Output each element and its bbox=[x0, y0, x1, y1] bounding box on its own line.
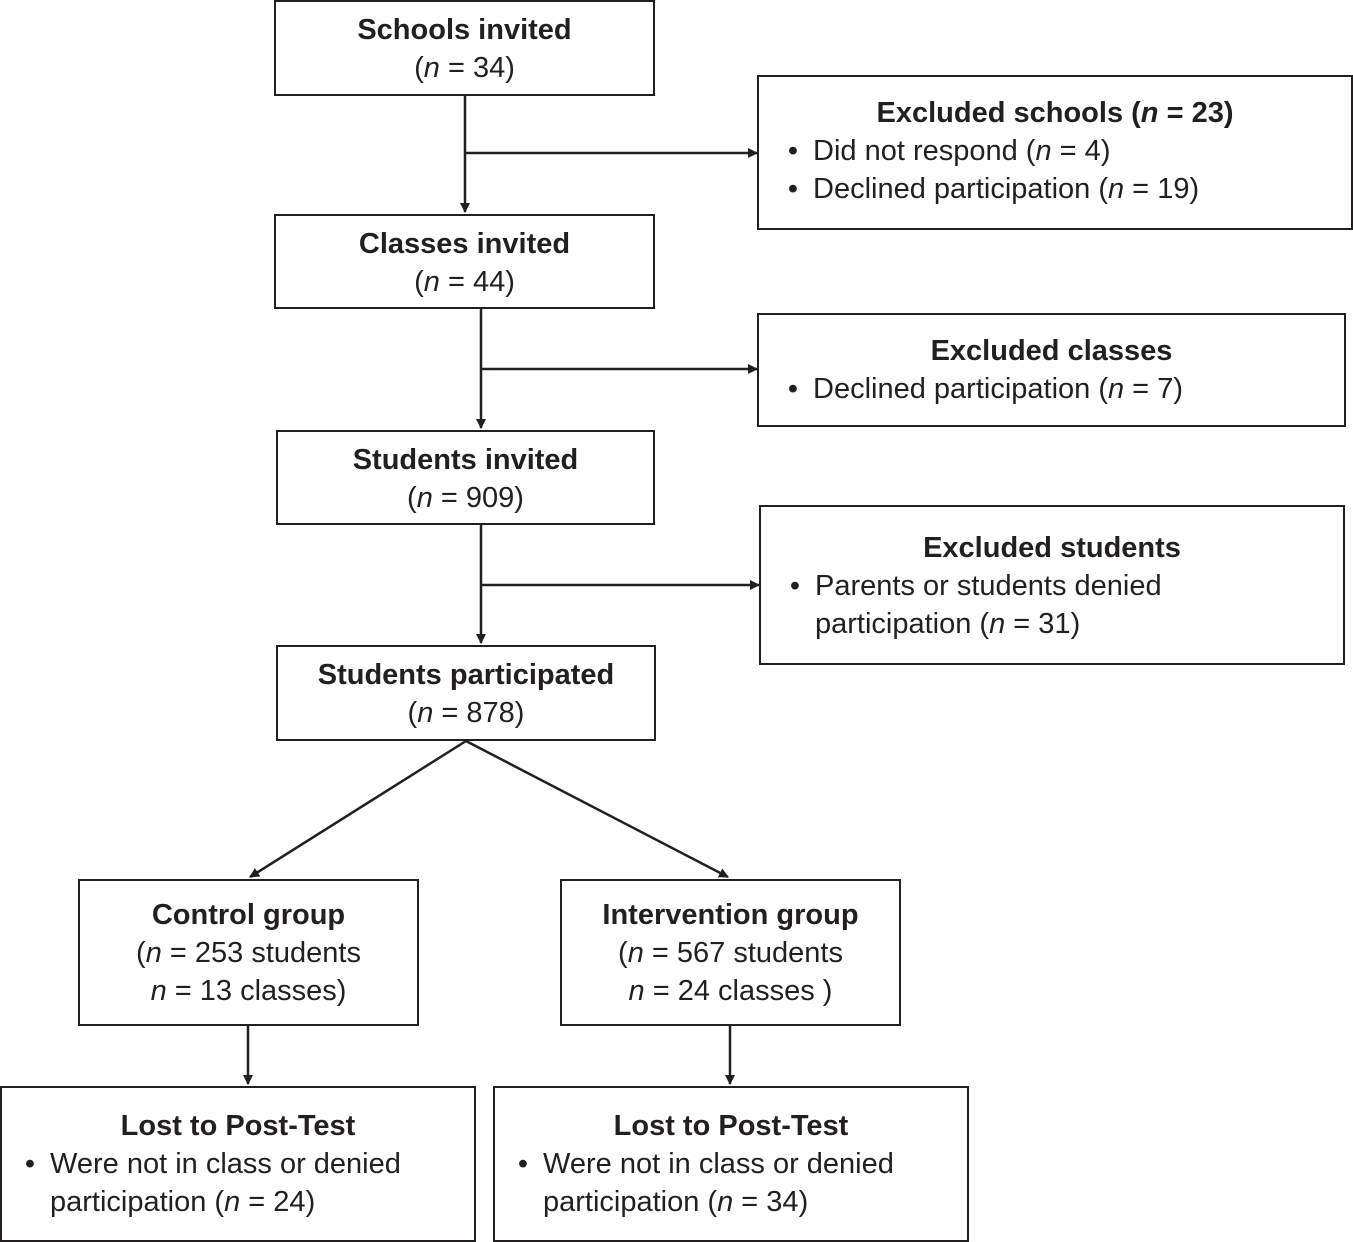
arrow-to-intervention-group bbox=[465, 739, 729, 879]
students-invited-count: (n = 909) bbox=[407, 482, 524, 514]
list-item: • Declined participation (n = 19) bbox=[773, 170, 1351, 208]
bullet-icon: • bbox=[787, 373, 799, 405]
excluded-classes-box: Excluded classes • Declined participatio… bbox=[757, 313, 1346, 427]
intervention-group-title: Intervention group bbox=[602, 899, 859, 931]
students-participated-title: Students participated bbox=[317, 659, 615, 691]
students-invited-title: Students invited bbox=[352, 444, 579, 476]
excluded-students-box: Excluded students • Parents or students … bbox=[759, 505, 1345, 665]
lost-intervention-title: Lost to Post-Test bbox=[613, 1110, 849, 1142]
classes-invited-title: Classes invited bbox=[358, 228, 571, 260]
students-participated-box: Students participated (n = 878) bbox=[276, 645, 656, 741]
lost-intervention-box: Lost to Post-Test • Were not in class or… bbox=[493, 1086, 969, 1242]
intervention-group-box: Intervention group (n = 567 students n =… bbox=[560, 879, 901, 1026]
classes-invited-count: (n = 44) bbox=[414, 266, 515, 298]
bullet-icon: • bbox=[787, 135, 799, 167]
bullet-icon: • bbox=[789, 570, 801, 602]
control-group-title: Control group bbox=[151, 899, 346, 931]
control-group-box: Control group (n = 253 students n = 13 c… bbox=[78, 879, 419, 1026]
classes-invited-box: Classes invited (n = 44) bbox=[274, 214, 655, 309]
schools-invited-title: Schools invited bbox=[357, 14, 572, 46]
excluded-students-title: Excluded students bbox=[923, 532, 1181, 564]
intervention-group-classes: n = 24 classes ) bbox=[628, 975, 833, 1007]
lost-control-box: Lost to Post-Test • Were not in class or… bbox=[0, 1086, 476, 1242]
students-invited-box: Students invited (n = 909) bbox=[276, 430, 655, 525]
bullet-icon: • bbox=[24, 1148, 36, 1180]
schools-invited-count: (n = 34) bbox=[414, 52, 515, 84]
schools-invited-box: Schools invited (n = 34) bbox=[274, 0, 655, 96]
lost-control-title: Lost to Post-Test bbox=[120, 1110, 356, 1142]
control-group-students: (n = 253 students bbox=[136, 937, 361, 969]
list-item: • Declined participation (n = 7) bbox=[773, 370, 1344, 408]
bullet-icon: • bbox=[787, 173, 799, 205]
students-participated-count: (n = 878) bbox=[407, 697, 525, 729]
list-item: • Did not respond (n = 4) bbox=[773, 132, 1351, 170]
control-group-classes: n = 13 classes) bbox=[150, 975, 347, 1007]
intervention-group-students: (n = 567 students bbox=[618, 937, 843, 969]
excluded-schools-box: Excluded schools (n = 23) • Did not resp… bbox=[757, 75, 1353, 230]
excluded-schools-title: Excluded schools (n = 23) bbox=[876, 97, 1234, 129]
excluded-classes-title: Excluded classes bbox=[930, 335, 1173, 367]
bullet-icon: • bbox=[517, 1148, 529, 1180]
arrow-to-control-group bbox=[249, 739, 467, 879]
